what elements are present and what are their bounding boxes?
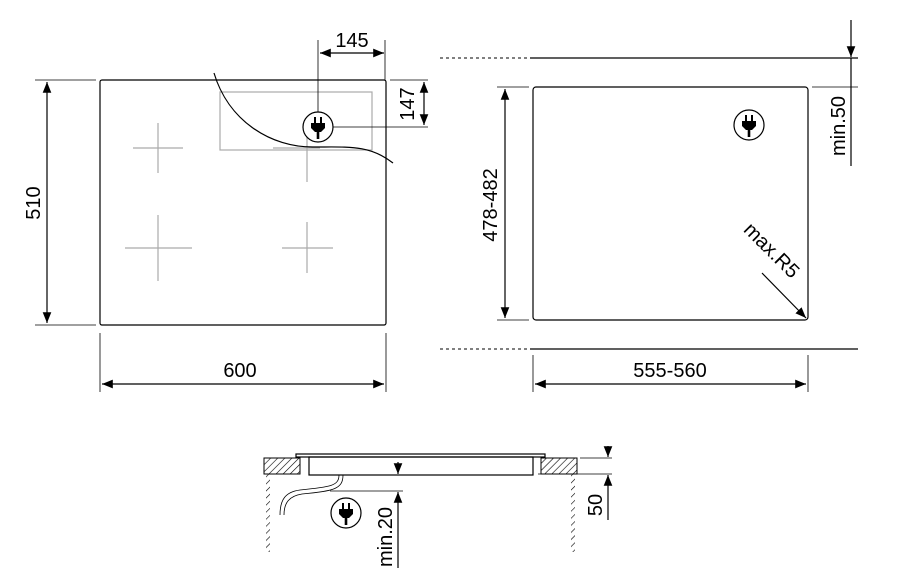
clearance-label: min.50	[828, 96, 850, 156]
power-cable	[279, 474, 340, 516]
cutaway-curve	[213, 72, 394, 164]
hob-body	[308, 456, 534, 476]
radius-leader	[761, 272, 807, 319]
clearance-label: min.20	[375, 507, 397, 567]
electric-plug-icon	[733, 109, 765, 141]
worktop-right	[540, 457, 578, 475]
plug-offset-x-label: 145	[335, 30, 368, 52]
cabinet-wall-right	[571, 474, 575, 552]
control-area-outline	[219, 91, 373, 151]
electric-plug-icon	[330, 497, 362, 529]
plug-offset-y-label: 147	[397, 87, 419, 120]
width-label: 600	[223, 360, 256, 382]
depth-label: 478-482	[480, 168, 502, 241]
cooking-zone-markers	[125, 123, 333, 281]
radius-label: max.R5	[739, 219, 803, 283]
height-label: 50	[585, 494, 607, 516]
depth-label: 510	[23, 186, 45, 219]
zone-marker	[273, 131, 320, 182]
worktop-left	[263, 457, 301, 475]
electric-plug-icon	[302, 111, 334, 143]
zone-marker	[133, 123, 183, 173]
cutout-view: min.50 478-482 max.R5 555-560	[440, 20, 858, 392]
hob-outline	[99, 79, 387, 326]
zone-marker	[282, 222, 333, 273]
section-view: min.20 50	[263, 446, 613, 568]
cabinet-wall-left	[266, 474, 270, 552]
width-label: 555-560	[633, 360, 706, 382]
cutout-outline	[532, 86, 809, 321]
zone-marker	[125, 215, 192, 281]
top-view: 145 147 510 600	[23, 30, 429, 392]
